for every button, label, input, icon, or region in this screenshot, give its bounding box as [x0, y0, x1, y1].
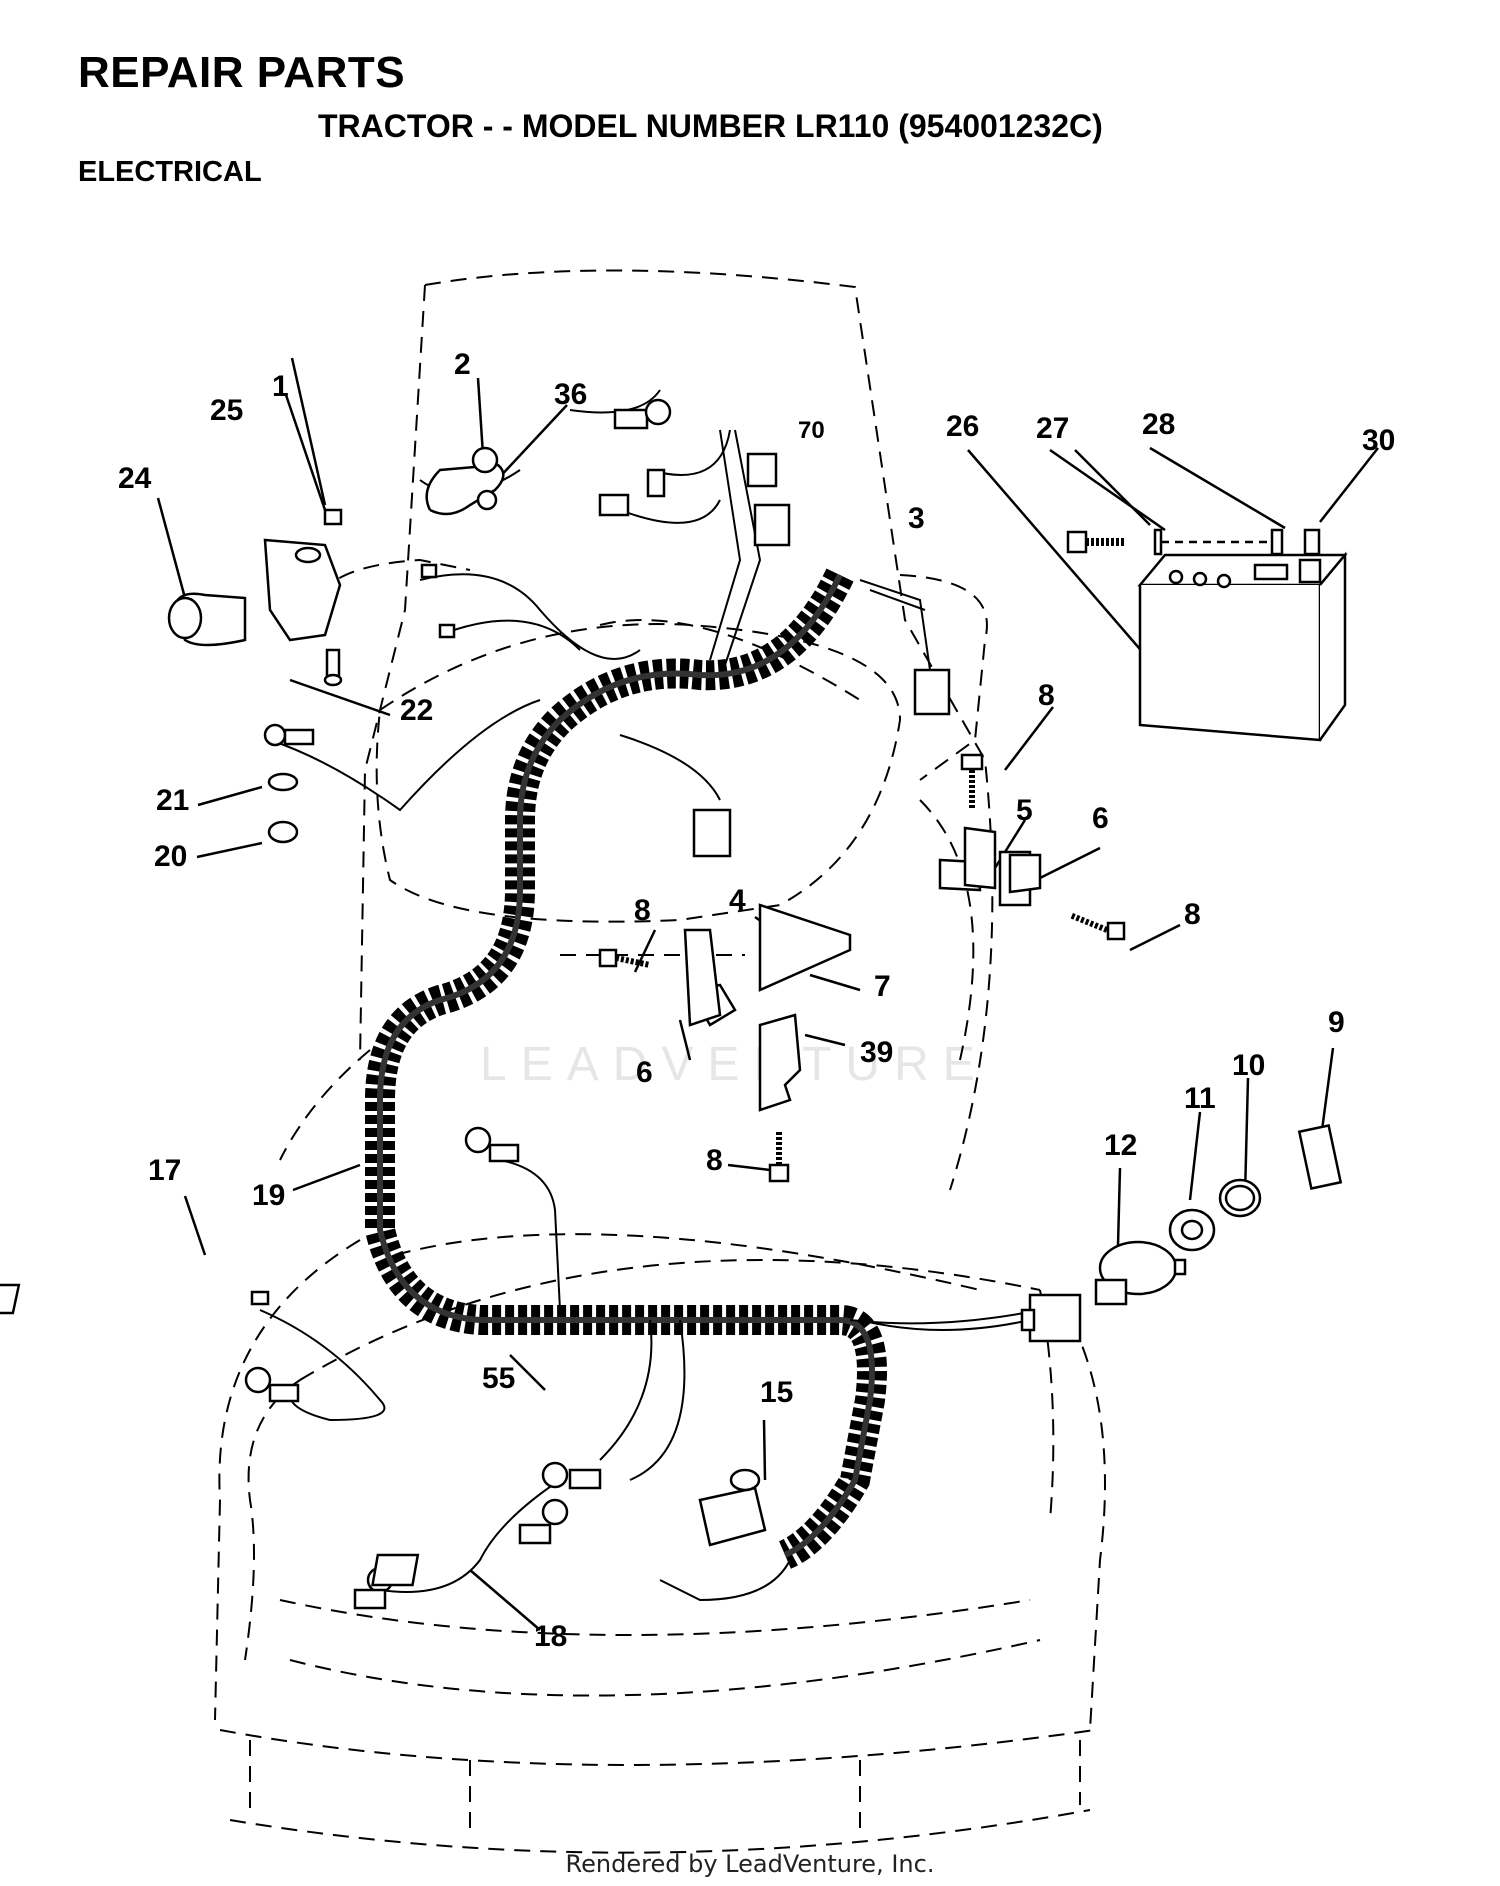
callout-36: 36	[554, 378, 587, 411]
tractor-outline	[214, 269, 1106, 1854]
section-label: ELECTRICAL	[78, 156, 262, 188]
callout-7: 7	[874, 970, 891, 1003]
footer-credit: Rendered by LeadVenture, Inc.	[565, 1850, 935, 1878]
callout-25: 25	[210, 394, 243, 427]
callout-55: 55	[482, 1362, 515, 1395]
ground-terminals-top	[425, 398, 672, 516]
callout-15: 15	[760, 1376, 793, 1409]
callout-27: 27	[1036, 412, 1069, 445]
callout-8-bottom: 8	[706, 1144, 723, 1177]
callout-26: 26	[946, 410, 979, 443]
callout-1: 1	[272, 370, 289, 403]
connectors-70	[420, 452, 951, 858]
page-title: REPAIR PARTS	[78, 48, 406, 97]
callout-numbers: 1 2 3 4 5 6 6 7 8 8 8 8 9 10 11 12 15 17…	[118, 348, 1395, 1653]
thin-wires	[259, 389, 1041, 1602]
callout-6-upper: 6	[1092, 802, 1109, 835]
callout-12: 12	[1104, 1129, 1137, 1162]
fuse-holder	[0, 1283, 270, 1315]
interlock-switches	[683, 826, 1042, 1112]
callout-70: 70	[798, 417, 825, 444]
watermark-text: LEADVENTURE	[480, 1038, 989, 1091]
bolts	[598, 753, 1126, 1183]
ignition-switch	[1094, 1124, 1343, 1306]
solenoid-assembly	[167, 508, 343, 687]
callout-4: 4	[729, 884, 746, 917]
callout-8-center: 8	[634, 894, 651, 927]
ground-terminals-bottom	[244, 1126, 602, 1610]
callout-6-lower: 6	[636, 1056, 653, 1089]
callout-19: 19	[252, 1179, 285, 1212]
callout-8-upper-right: 8	[1038, 679, 1055, 712]
callout-3: 3	[908, 502, 925, 535]
callout-2: 2	[454, 348, 471, 381]
model-subtitle: TRACTOR - - MODEL NUMBER LR110 (95400123…	[318, 108, 1103, 144]
battery-hardware	[1066, 528, 1321, 556]
callout-22: 22	[400, 694, 433, 727]
callout-18: 18	[534, 1620, 567, 1653]
callout-8-lower-right: 8	[1184, 898, 1201, 931]
callout-5: 5	[1016, 794, 1033, 827]
callout-39: 39	[860, 1036, 893, 1069]
callout-28: 28	[1142, 408, 1175, 441]
wiring-harness	[365, 568, 887, 1569]
callout-11: 11	[1184, 1082, 1216, 1115]
seat-switch	[371, 1468, 767, 1587]
callout-10: 10	[1232, 1049, 1265, 1082]
battery	[1137, 551, 1348, 742]
callout-24: 24	[118, 462, 152, 495]
callout-9: 9	[1328, 1006, 1345, 1039]
callout-17: 17	[148, 1154, 181, 1187]
callout-20: 20	[154, 840, 187, 873]
leader-lines	[156, 357, 1379, 1631]
ring-terminals-left	[263, 723, 315, 844]
callout-21: 21	[156, 784, 189, 817]
harness-connector-12	[1020, 1293, 1082, 1343]
callout-30: 30	[1362, 424, 1395, 457]
